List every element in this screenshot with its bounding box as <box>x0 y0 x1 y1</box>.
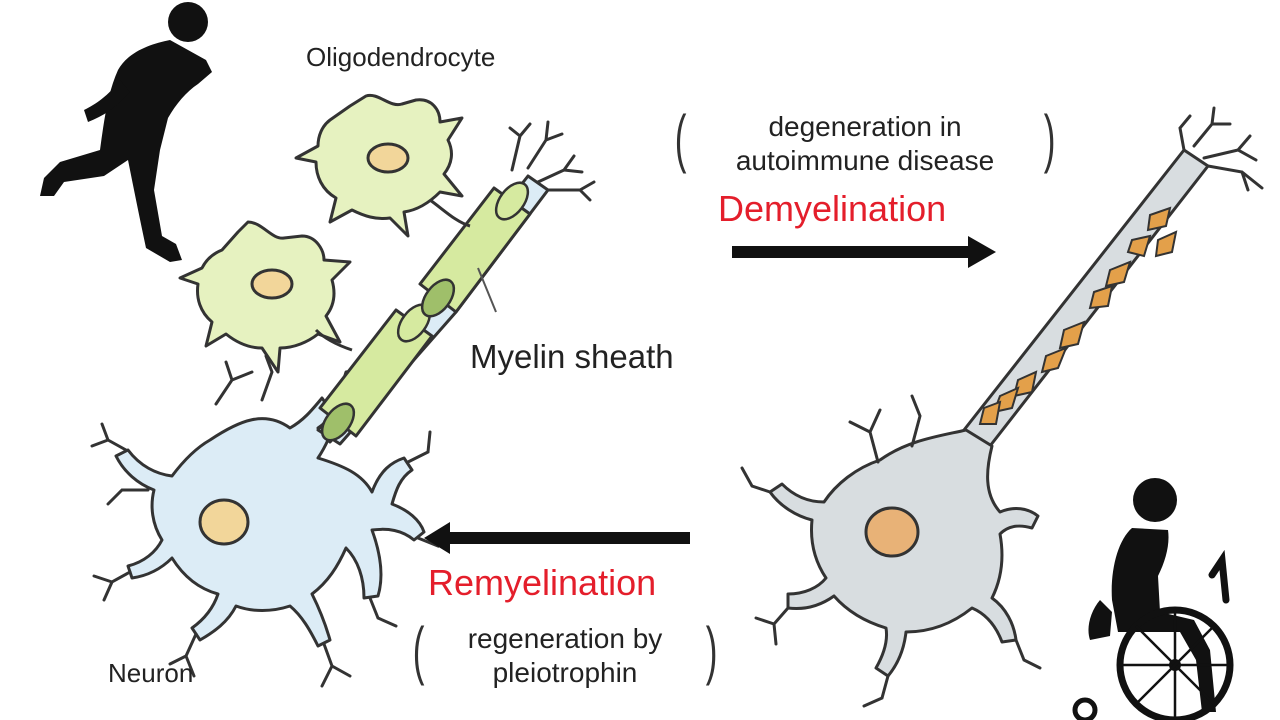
neuron-nucleus <box>198 498 250 546</box>
oligodendrocyte-lower <box>178 220 353 374</box>
oligodendrocyte-label: Oligodendrocyte <box>306 42 496 72</box>
demyelination-label: Demyelination <box>718 188 947 229</box>
neuron-label: Neuron <box>108 658 194 688</box>
remyelination-label: Remyelination <box>428 562 657 603</box>
myelin-sheath-segment-lower <box>318 303 434 442</box>
healthy-neuron <box>90 354 450 688</box>
demyelination-cause-line2: autoimmune disease <box>735 145 995 176</box>
myelin-sheath-pointer <box>477 267 497 313</box>
myelin-sheath-segment-upper <box>418 181 532 318</box>
wheelchair-user-silhouette <box>1072 478 1234 720</box>
remyelination-cause-line1: regeneration by <box>467 623 663 654</box>
myelin-debris <box>978 206 1178 425</box>
demyelination-cause: ( degeneration in autoimmune disease ) <box>674 102 1056 176</box>
running-person-silhouette <box>40 2 212 262</box>
remyelination-cause-line2: pleiotrophin <box>492 657 638 688</box>
myelin-sheath-label: Myelin sheath <box>470 338 674 375</box>
oligodendrocyte-upper <box>294 93 471 238</box>
myelinated-axon <box>316 120 596 446</box>
demyelination-cause-line1: degeneration in <box>768 111 962 142</box>
demyelinated-neuron <box>740 106 1264 708</box>
remyelination-cause: ( regeneration by pleiotrophin ) <box>412 614 718 688</box>
